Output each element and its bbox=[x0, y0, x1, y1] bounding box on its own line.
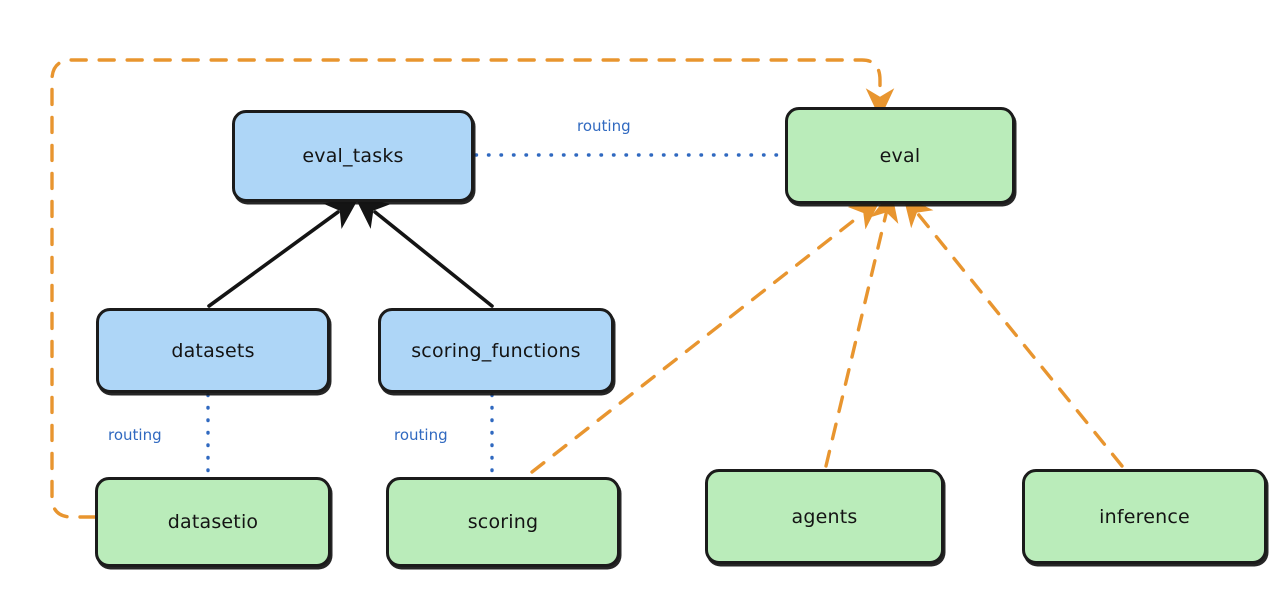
edge-label-routing-eval: routing bbox=[577, 117, 631, 135]
edge-label-routing-datasetio: routing bbox=[108, 426, 162, 444]
node-eval[interactable]: eval bbox=[785, 107, 1015, 204]
node-datasetio[interactable]: datasetio bbox=[95, 477, 331, 567]
node-label: eval bbox=[879, 144, 921, 167]
edge-agents-to-eval bbox=[824, 190, 899, 468]
edge-inference-to-eval bbox=[903, 195, 1124, 468]
node-label: eval_tasks bbox=[302, 145, 404, 167]
node-label: datasets bbox=[171, 339, 255, 362]
edge-label-routing-scoring: routing bbox=[394, 426, 448, 444]
node-agents[interactable]: agents bbox=[705, 469, 944, 564]
node-label: agents bbox=[791, 505, 858, 528]
edge-scoring_functions-to-eval_tasks bbox=[353, 195, 494, 308]
node-label: datasetio bbox=[167, 511, 259, 533]
node-datasets[interactable]: datasets bbox=[96, 308, 330, 393]
node-label: inference bbox=[1099, 505, 1190, 528]
edge-datasetio-to-eval bbox=[50, 58, 895, 519]
node-scoring-functions[interactable]: scoring_functions bbox=[378, 308, 614, 393]
node-label: scoring_functions bbox=[411, 339, 581, 362]
node-label: scoring bbox=[467, 511, 539, 533]
edge-datasets-to-eval_tasks bbox=[207, 196, 360, 308]
edge-scoring-to-eval bbox=[530, 199, 881, 474]
node-eval-tasks[interactable]: eval_tasks bbox=[232, 110, 474, 202]
node-inference[interactable]: inference bbox=[1022, 469, 1267, 564]
node-scoring[interactable]: scoring bbox=[386, 477, 620, 567]
